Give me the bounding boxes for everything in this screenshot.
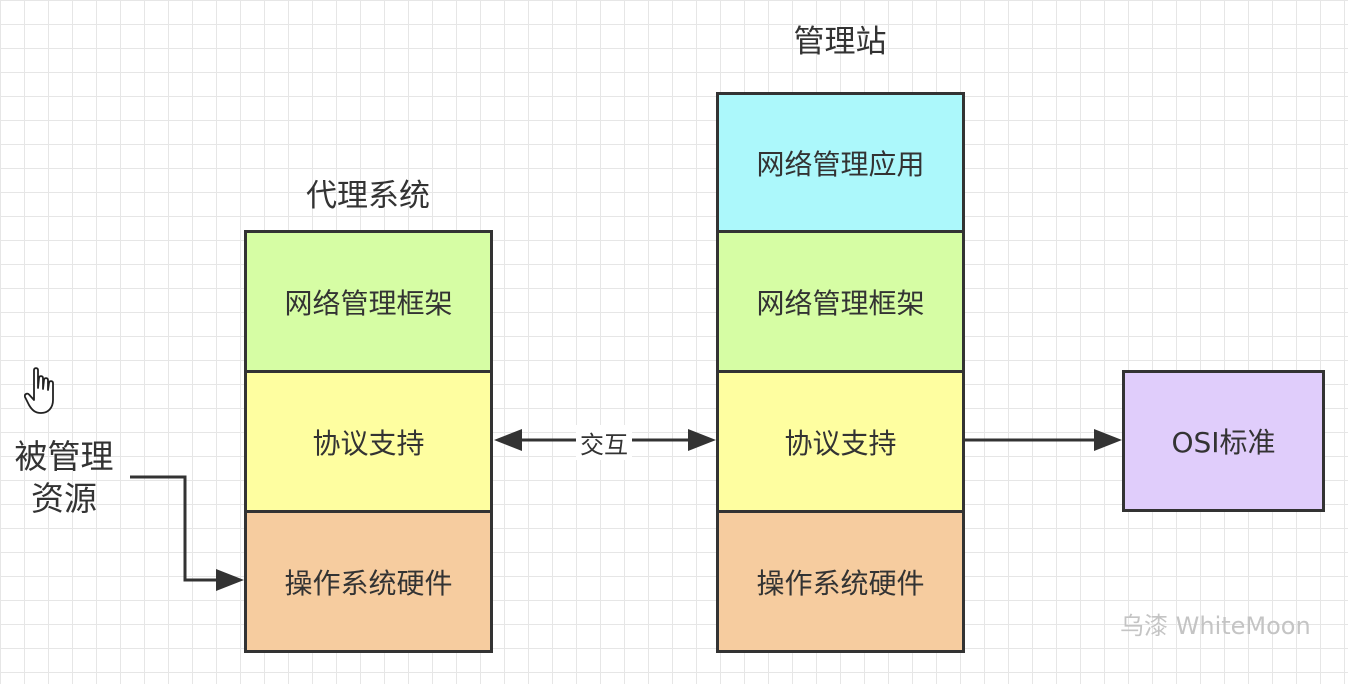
manager-application-box: 网络管理应用 xyxy=(716,92,965,233)
agent-title: 代理系统 xyxy=(306,178,430,214)
interaction-arrowhead-left xyxy=(494,429,522,451)
managed-resource-line1: 被管理 xyxy=(14,437,114,476)
agent-os-box: 操作系统硬件 xyxy=(244,510,493,653)
manager-protocol-box: 协议支持 xyxy=(716,370,965,513)
managed-resource-label: 被管理 资源 xyxy=(8,436,120,520)
managed-resource-line2: 资源 xyxy=(31,479,97,518)
resource-to-agent-os-edge xyxy=(130,475,218,582)
hand-pointer-icon xyxy=(24,367,54,414)
watermark-text: 乌漆 WhiteMoon xyxy=(1120,612,1311,640)
standard-box: OSI标准 xyxy=(1122,370,1325,512)
resource-arrowhead xyxy=(216,569,244,591)
manager-os-box: 操作系统硬件 xyxy=(716,510,965,653)
standard-arrowhead xyxy=(1094,429,1122,451)
manager-title: 管理站 xyxy=(793,24,887,60)
interaction-label: 交互 xyxy=(576,425,632,460)
agent-protocol-box: 协议支持 xyxy=(244,370,493,513)
manager-framework-box: 网络管理框架 xyxy=(716,230,965,373)
interaction-arrowhead-right xyxy=(688,429,716,451)
agent-framework-box: 网络管理框架 xyxy=(244,230,493,373)
